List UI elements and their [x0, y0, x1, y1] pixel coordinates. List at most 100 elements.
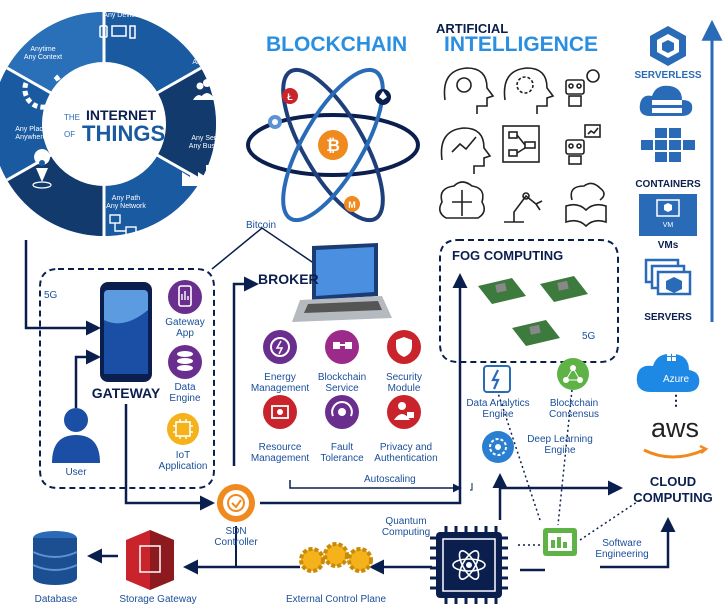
iot-segment-6 — [7, 11, 104, 93]
fog-title: FOG COMPUTING — [452, 248, 564, 263]
blockchain-atom — [246, 67, 420, 223]
svg-text:₿: ₿ — [326, 136, 340, 156]
robot-bulb-icon — [565, 69, 600, 107]
iot-segment-1 — [104, 11, 201, 93]
clock-icon — [22, 73, 64, 110]
cloud-dots: ⋮ — [669, 392, 683, 408]
iot-title-of: OF — [64, 130, 76, 139]
flowchart-icon — [502, 125, 540, 163]
vms-label: VMs — [657, 240, 679, 251]
user-icon — [52, 408, 100, 463]
ai-title-big: INTELLIGENCE — [444, 33, 599, 56]
ethereum-icon — [375, 89, 391, 105]
ai-icons — [438, 67, 607, 228]
data-engine-icon — [168, 345, 202, 379]
sdn-controller-icon — [217, 484, 255, 522]
user-label: User — [65, 467, 87, 478]
blockchain-service-icon — [325, 330, 359, 364]
database-label: Database — [34, 594, 78, 605]
resource-management-icon — [263, 395, 297, 429]
iot-title-the: THE — [64, 113, 80, 122]
gear-head-icon — [503, 67, 555, 114]
servers-label: SERVERS — [644, 312, 692, 323]
raspberry-pi-icon — [478, 278, 526, 304]
database-icon — [32, 531, 78, 585]
vm-badge-label: VM — [662, 222, 674, 229]
fog-5g-label: 5G — [582, 331, 596, 342]
brain-head-icon — [443, 67, 495, 114]
ai-title-small: ARTIFICIAL — [436, 21, 509, 36]
cloud-stack — [639, 19, 723, 322]
devices-icon — [99, 25, 136, 39]
iot-ring — [0, 11, 223, 237]
bitcoin-icon: ₿ — [318, 130, 348, 160]
servers-icon — [644, 258, 692, 296]
raspberry-pi-icon — [540, 276, 588, 302]
privacy-authentication-icon — [387, 395, 421, 429]
svg-text:Ł: Ł — [287, 92, 293, 102]
fog-group-border — [439, 239, 619, 363]
connectors — [24, 227, 676, 575]
gears-icon — [299, 542, 373, 573]
serverless-label: SERVERLESS — [634, 70, 702, 81]
factory-icon — [182, 165, 212, 186]
blockchain-title: BLOCKCHAIN — [266, 33, 408, 56]
gateway-5g-label: 5G — [44, 290, 58, 301]
storage-gateway-label: Storage Gateway — [119, 594, 197, 605]
security-module-icon — [387, 330, 421, 364]
gateway-group-border — [39, 268, 215, 489]
circuit-brain-icon — [438, 181, 486, 219]
litecoin-icon: Ł — [282, 88, 298, 104]
broker-title: BROKER — [258, 271, 319, 287]
location-pin-icon — [32, 149, 52, 189]
smartphone-icon — [100, 282, 152, 382]
dotted-links — [496, 389, 641, 546]
data-analytics-icon — [483, 365, 511, 393]
robot-arm-icon — [504, 192, 543, 223]
raspberry-pi-icon — [512, 320, 560, 346]
software-engineering-icon — [543, 528, 577, 556]
iot-title-internet: INTERNET — [86, 107, 156, 123]
azure-cloud-icon — [636, 352, 700, 392]
monero-icon: M — [344, 196, 360, 212]
autoscaling-label: Autoscaling — [364, 474, 416, 485]
energy-management-icon — [263, 330, 297, 364]
analytics-head-icon — [440, 127, 492, 174]
raspberry-pi-boards — [478, 276, 588, 346]
broker-modules — [263, 330, 421, 429]
laptop-icon — [292, 243, 392, 322]
iot-segment-4 — [7, 155, 104, 236]
iot-application-icon — [167, 413, 199, 445]
external-control-plane-label: External Control Plane — [285, 594, 387, 605]
network-icon — [109, 214, 137, 236]
book-brain-icon — [565, 182, 607, 228]
containers-label: CONTAINERS — [635, 179, 701, 190]
people-icon — [193, 79, 223, 100]
blockchain-consensus-icon — [557, 358, 589, 390]
deep-learning-icon — [482, 431, 514, 463]
fault-tolerance-icon — [325, 395, 359, 429]
storage-gateway-icon — [126, 530, 174, 590]
cloud-servers-icon — [639, 85, 693, 116]
gateway-app-icon — [168, 280, 202, 314]
quantum-chip-icon — [430, 526, 508, 604]
serverless-icon — [650, 26, 686, 66]
